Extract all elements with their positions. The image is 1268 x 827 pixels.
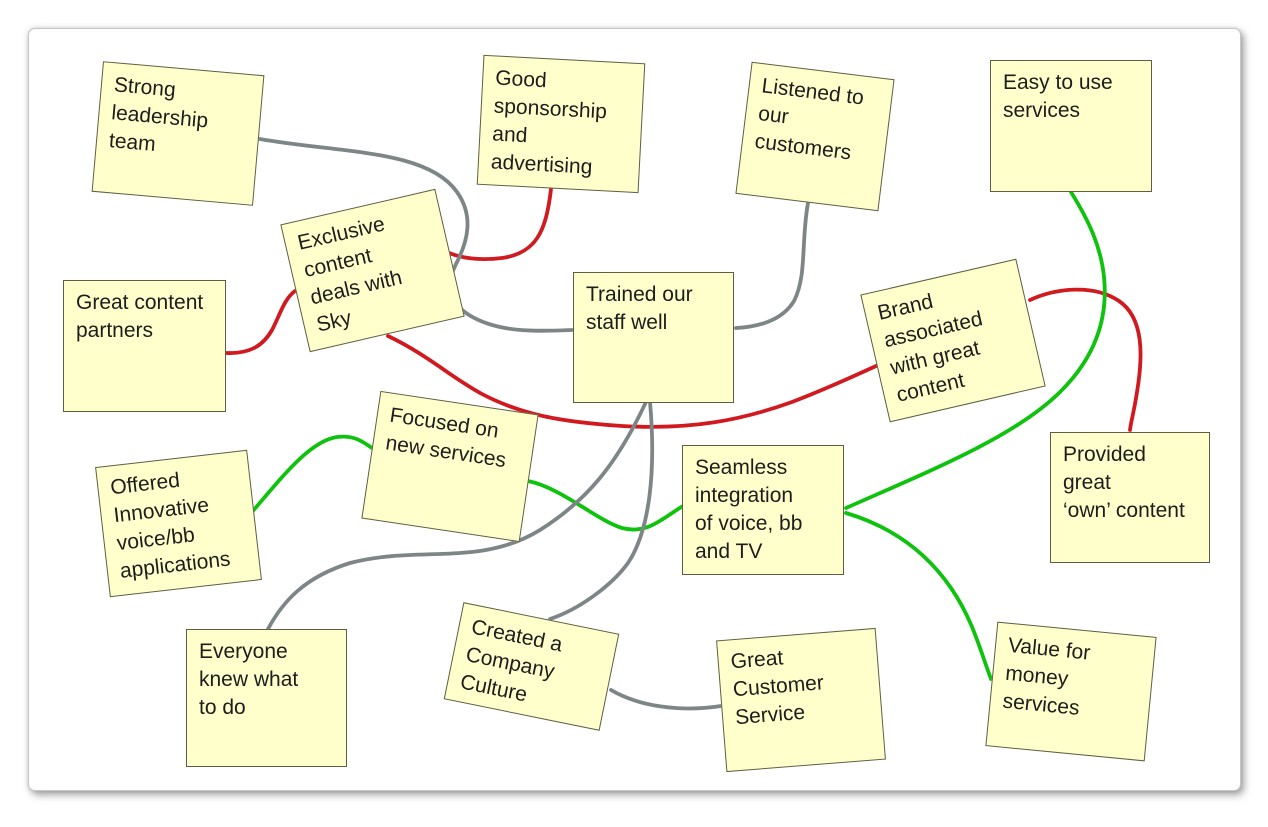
note-seamless-integration: Seamless integration of voice, bb and TV (682, 445, 844, 575)
note-text: Great content partners (76, 291, 204, 342)
note-good-sponsorship: Good sponsorship and advertising (476, 54, 646, 194)
note-text: Provided great ‘own’ content (1063, 443, 1185, 522)
note-great-customer-service: Great Customer Service (716, 627, 886, 773)
note-everyone-knew: Everyone knew what to do (186, 629, 347, 767)
note-text: Strong leadership team (108, 73, 210, 157)
note-trained-our-staff: Trained our staff well (573, 272, 734, 403)
note-text: Good sponsorship and advertising (490, 66, 608, 179)
note-provided-own-content: Provided great ‘own’ content (1050, 432, 1210, 563)
note-listened-to-customers: Listened to our customers (735, 61, 895, 212)
note-focused-new-services: Focused on new services (361, 390, 539, 543)
note-text: Value for money services (1001, 633, 1092, 720)
note-value-for-money: Value for money services (985, 621, 1157, 762)
note-offered-innovative: Offered Innovative voice/bb applications (95, 449, 262, 598)
note-text: Focused on new services (384, 403, 508, 473)
note-text: Trained our staff well (586, 283, 693, 334)
note-text: Everyone knew what to do (199, 640, 299, 719)
note-strong-leadership-team: Strong leadership team (91, 61, 265, 206)
note-easy-to-use-services: Easy to use services (990, 60, 1152, 192)
note-great-content-partners: Great content partners (63, 280, 226, 412)
note-text: Seamless integration of voice, bb and TV (695, 456, 803, 563)
note-text: Listened to our customers (753, 74, 866, 165)
note-text: Exclusive content deals with Sky (295, 212, 405, 337)
note-text: Offered Innovative voice/bb applications (109, 468, 232, 583)
note-text: Created a Company Culture (458, 615, 565, 707)
note-text: Great Customer Service (729, 646, 825, 730)
note-text: Easy to use services (1003, 71, 1113, 122)
note-text: Brand associated with great content (875, 289, 985, 407)
